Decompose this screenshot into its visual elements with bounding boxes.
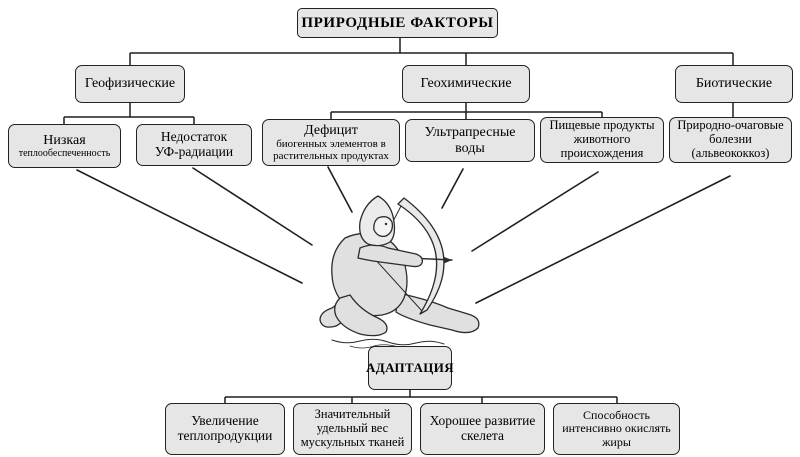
converging-lines: [76, 166, 731, 304]
node-label-line: Ультрапресные: [424, 125, 516, 141]
node-label-line: Низкая: [43, 132, 86, 148]
arrow-head: [443, 256, 452, 264]
node-label-line: скелета: [461, 428, 504, 443]
ground-line: [331, 338, 445, 346]
node-label-line: происхождения: [560, 145, 644, 160]
face: [373, 216, 394, 238]
node-natural-focal-disease: Природно-очаговые болезни (альвеококкоз): [669, 117, 792, 163]
node-label-line: болезни: [709, 132, 752, 147]
node-label-line: жиры: [602, 434, 631, 449]
node-geochemical: Геохимические: [402, 65, 530, 103]
node-ultrafresh-water: Ультрапресные воды: [405, 119, 535, 162]
node-label: Геохимические: [420, 76, 512, 92]
node-increased-heat-production: Увеличение теплопродукции: [165, 403, 285, 455]
node-adaptation: АДАПТАЦИЯ: [365, 346, 455, 390]
line-disease-to-archer: [475, 175, 731, 304]
node-label: АДАПТАЦИЯ: [365, 359, 455, 375]
node-biogenic-deficit: Дефицит биогенных элементов в растительн…: [262, 119, 400, 166]
node-biotic: Биотические: [675, 65, 793, 103]
node-label-line: биогенных элементов в: [276, 138, 386, 151]
node-label-line: Хорошее развитие: [429, 413, 536, 429]
node-muscle-tissue-weight: Значительный удельный вес мускульных тка…: [293, 403, 412, 455]
node-uv-deficiency: Недостаток УФ-радиации: [136, 124, 252, 166]
bow: [397, 197, 445, 315]
node-label-line: Увеличение: [191, 413, 259, 429]
node-label-line: теплообеспеченность: [18, 148, 111, 160]
node-label-line: УФ-радиации: [154, 144, 234, 159]
node-label-line: Природно-очаговые: [677, 118, 784, 133]
arms: [357, 244, 424, 268]
node-label: ПРИРОДНЫЕ ФАКТОРЫ: [301, 14, 494, 31]
node-label-line: (альвеококкоз): [691, 145, 770, 160]
eye: [384, 222, 388, 226]
line-uv-to-archer: [192, 167, 313, 246]
node-low-heat-supply: Низкая теплообеспеченность: [8, 124, 121, 168]
node-label-line: растительных продуктах: [273, 150, 389, 163]
node-label-line: теплопродукции: [177, 428, 273, 443]
extended-leg: [395, 292, 480, 334]
line-deficit-to-archer: [327, 166, 353, 213]
node-label-line: воды: [455, 140, 485, 156]
archer-illustration: [319, 195, 480, 350]
node-label-line: интенсивно окислять: [562, 421, 671, 436]
node-label-line: Способность: [583, 408, 650, 423]
node-label-line: мускульных тканей: [300, 434, 405, 449]
node-label-line: Пищевые продукты: [549, 118, 655, 133]
node-label-line: Дефицит: [304, 122, 358, 138]
node-label-line: Значительный: [314, 407, 391, 422]
line-low-heat-to-archer: [76, 169, 303, 284]
node-skeleton-development: Хорошее развитие скелета: [420, 403, 545, 455]
node-label-line: Недостаток: [160, 129, 228, 145]
node-natural-factors: ПРИРОДНЫЕ ФАКТОРЫ: [297, 8, 498, 38]
node-label-line: удельный вес: [316, 421, 389, 436]
node-label: Геофизические: [84, 76, 176, 92]
node-geophysical: Геофизические: [75, 65, 185, 103]
node-label: Биотические: [695, 76, 773, 92]
node-fat-oxidation: Способность интенсивно окислять жиры: [553, 403, 680, 455]
node-animal-food: Пищевые продукты животного происхождения: [540, 117, 664, 163]
tree-connectors: [63, 38, 734, 403]
node-label-line: животного: [573, 132, 631, 147]
line-water-to-archer: [441, 168, 464, 209]
kneeling-thigh: [334, 294, 388, 337]
line-food-to-archer: [471, 171, 599, 252]
